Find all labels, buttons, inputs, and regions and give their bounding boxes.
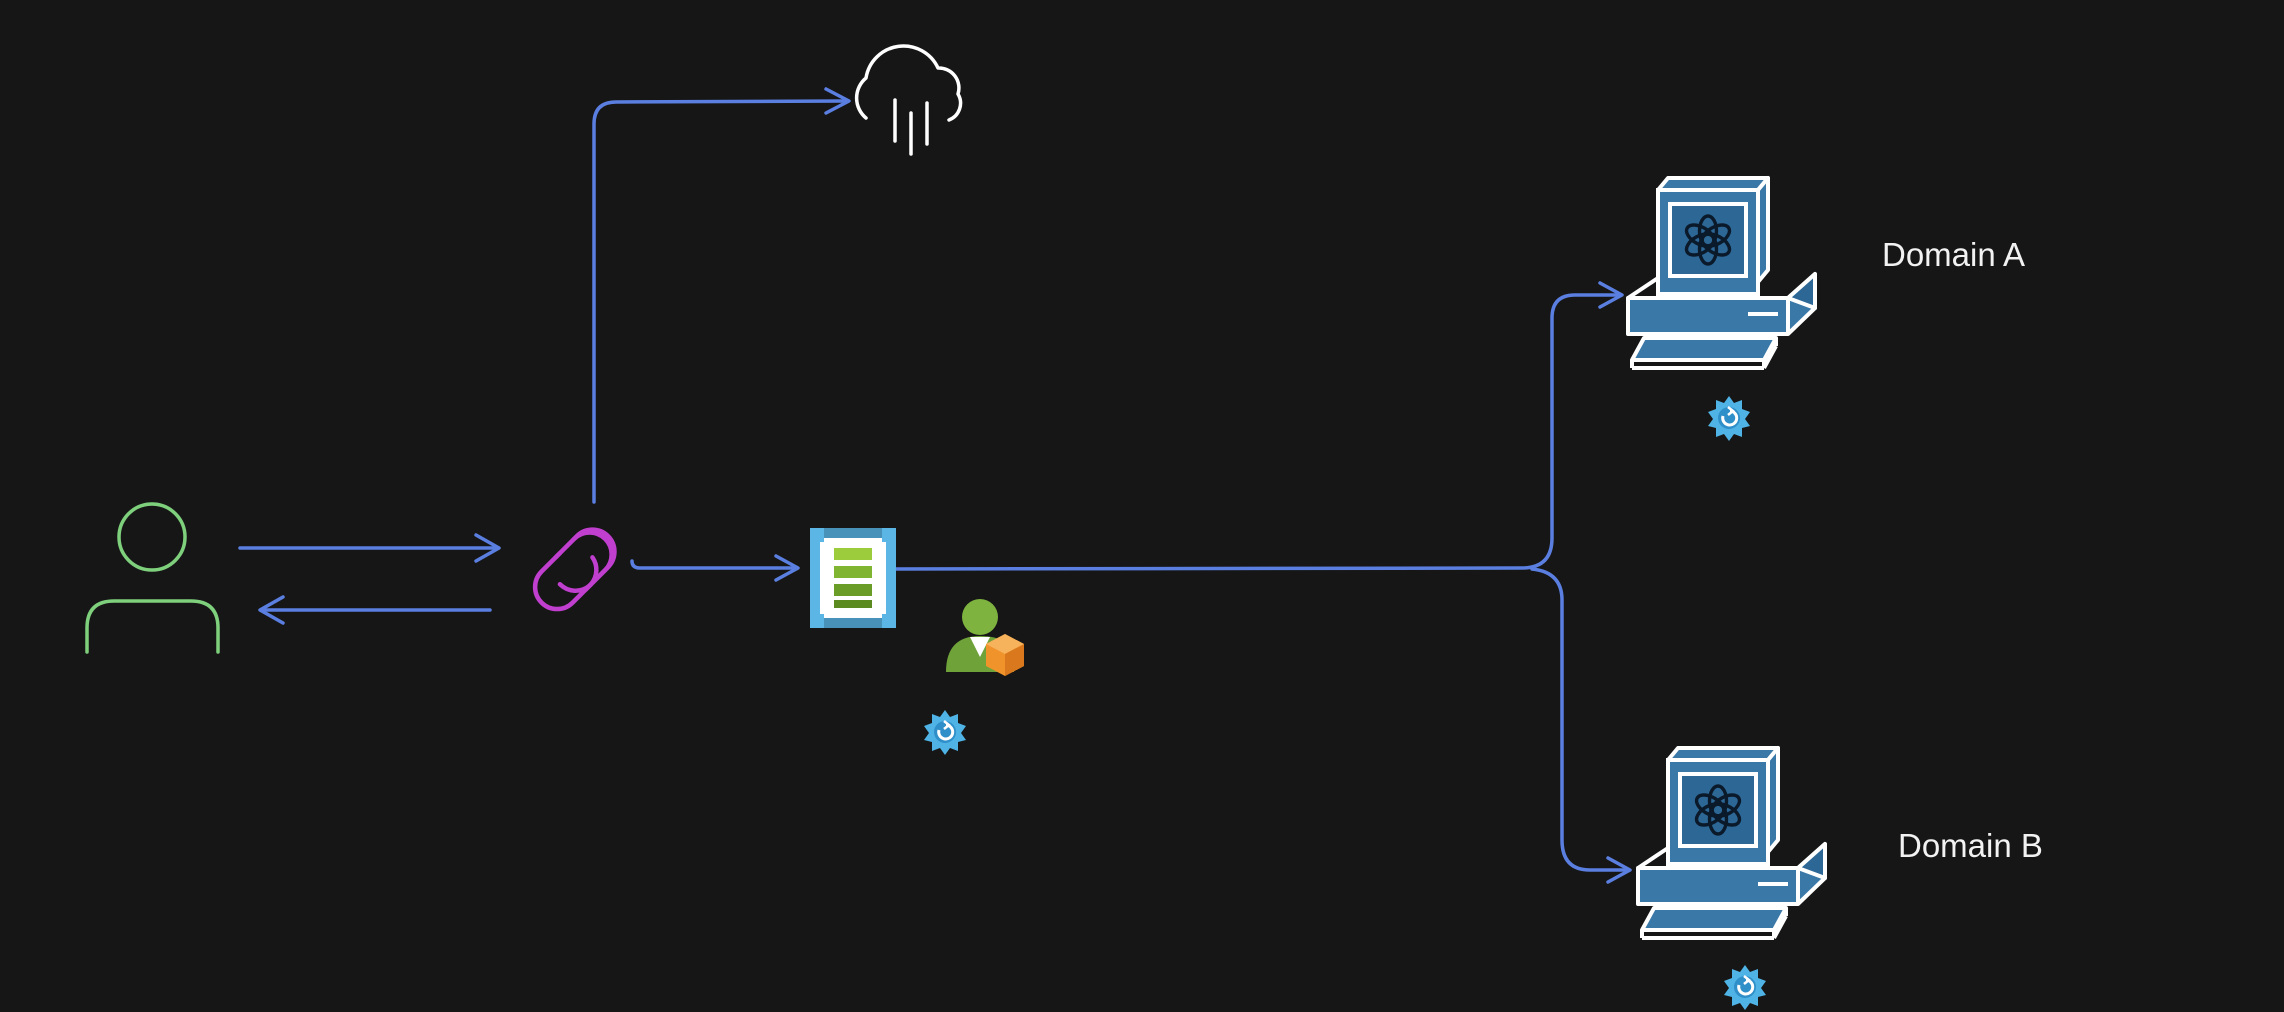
edge-link-to-service: [630, 554, 800, 582]
document-list-icon: [810, 528, 896, 628]
gear-refresh-icon: [1706, 394, 1752, 443]
computer-ai-icon: [1626, 176, 1817, 370]
connectors: [238, 87, 1632, 884]
domain-b-label: Domain B: [1898, 827, 2043, 864]
domain-a-label: Domain A: [1882, 236, 2026, 273]
cloud-rain-icon: [854, 44, 963, 156]
gear-refresh-icon: [1722, 963, 1768, 1012]
user-package-icon: [946, 599, 1024, 676]
edge-user-to-link: [238, 533, 501, 563]
edge-service-trunk: [884, 281, 1624, 571]
computer-ai-icon: [1636, 746, 1827, 940]
edge-link-to-user: [258, 595, 492, 625]
gear-refresh-icon: [922, 708, 968, 757]
user-outline-icon: [85, 502, 220, 654]
chain-link-icon: [532, 527, 617, 612]
edge-link-to-cloud: [592, 87, 851, 504]
edge-service-to-domain-b: [1530, 567, 1632, 884]
